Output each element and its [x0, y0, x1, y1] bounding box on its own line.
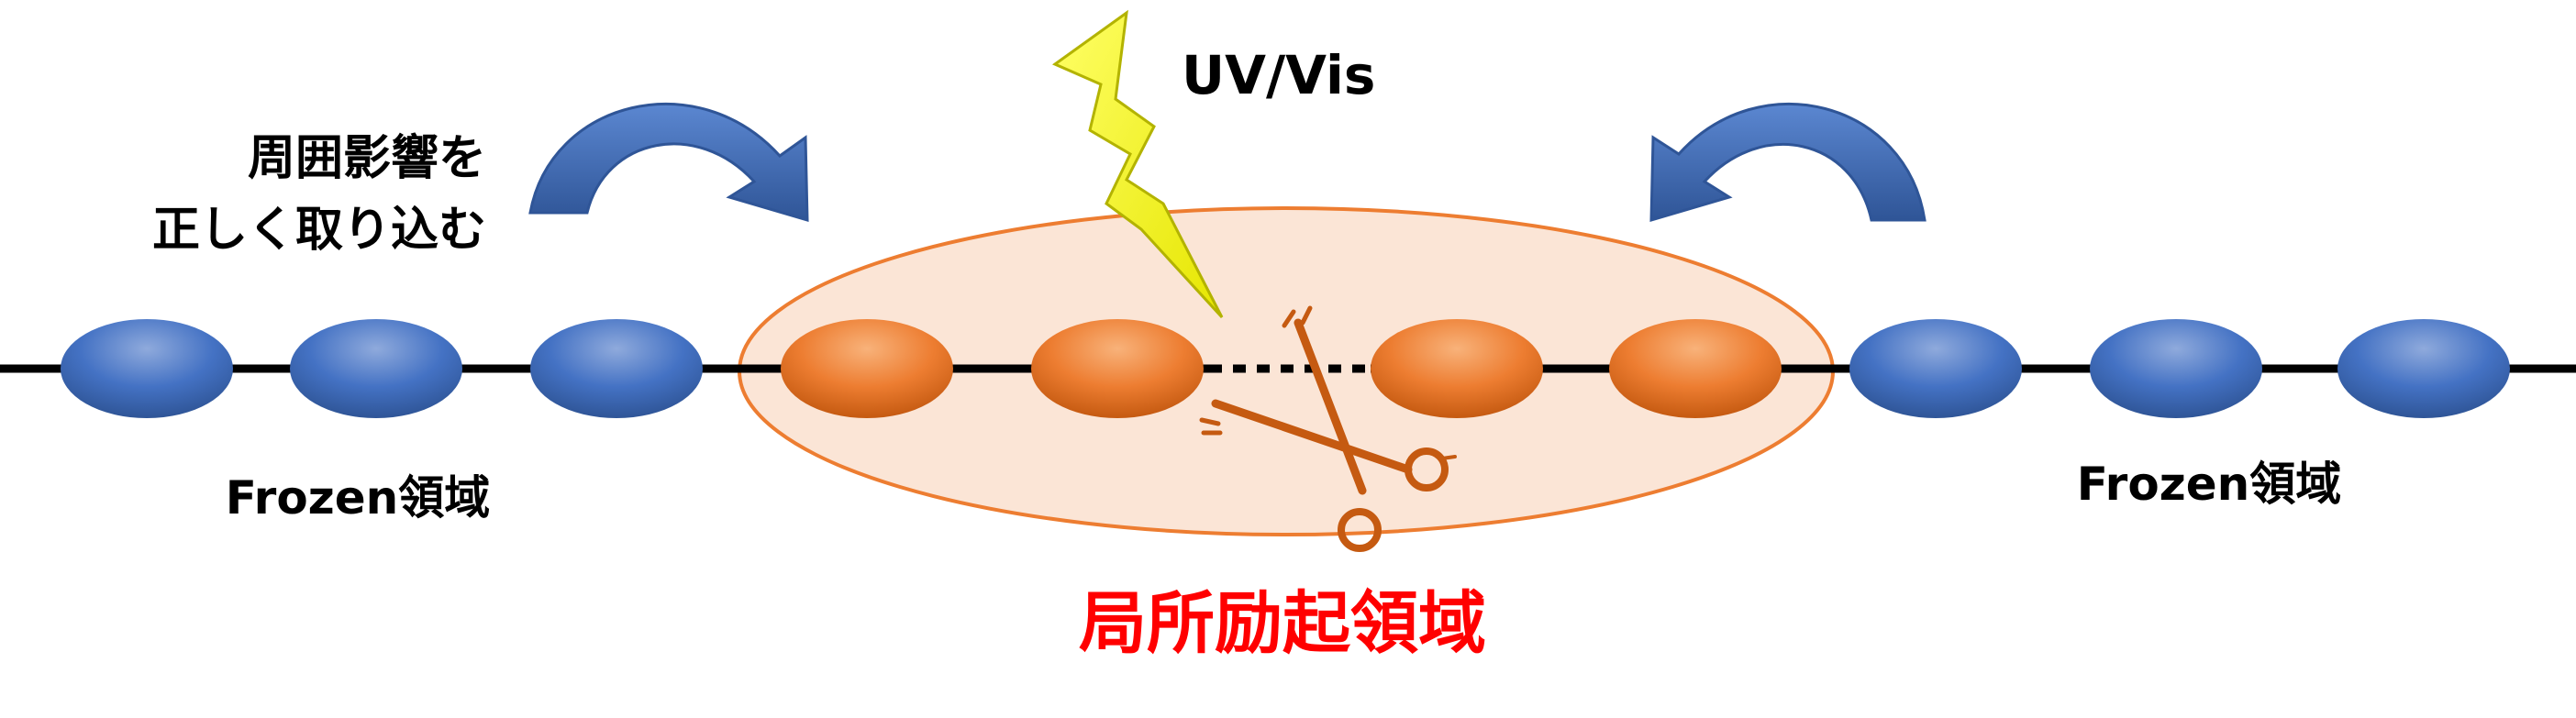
scissors-icon: [1199, 305, 1457, 552]
frozen-bead-right-1: [1849, 319, 2022, 418]
light-source-label: UV/Vis: [1182, 44, 1375, 106]
frozen-bead-left-3: [530, 319, 703, 418]
frozen-bead-right-2: [2090, 319, 2262, 418]
frozen-region-left-label: Frozen領域: [226, 471, 491, 525]
environment-note-line2: 正しく取り込む: [152, 203, 486, 258]
frozen-bead-left-1: [61, 319, 233, 418]
excited-bead-1: [781, 319, 953, 418]
lightning-bolt-icon: [1051, 9, 1224, 319]
environment-note-line1: 周囲影響を: [248, 131, 486, 186]
excited-bead-3: [1371, 319, 1543, 418]
excited-bead-2: [1031, 319, 1204, 418]
local-excitation-region-label: 局所励起領域: [1079, 584, 1486, 663]
curved-arrow-right-icon: [1649, 102, 1926, 223]
curved-arrow-left-icon: [528, 102, 809, 223]
frozen-bead-left-2: [290, 319, 462, 418]
excited-bead-4: [1609, 319, 1782, 418]
frozen-bead-right-3: [2337, 319, 2510, 418]
frozen-region-right-label: Frozen領域: [2077, 458, 2342, 511]
